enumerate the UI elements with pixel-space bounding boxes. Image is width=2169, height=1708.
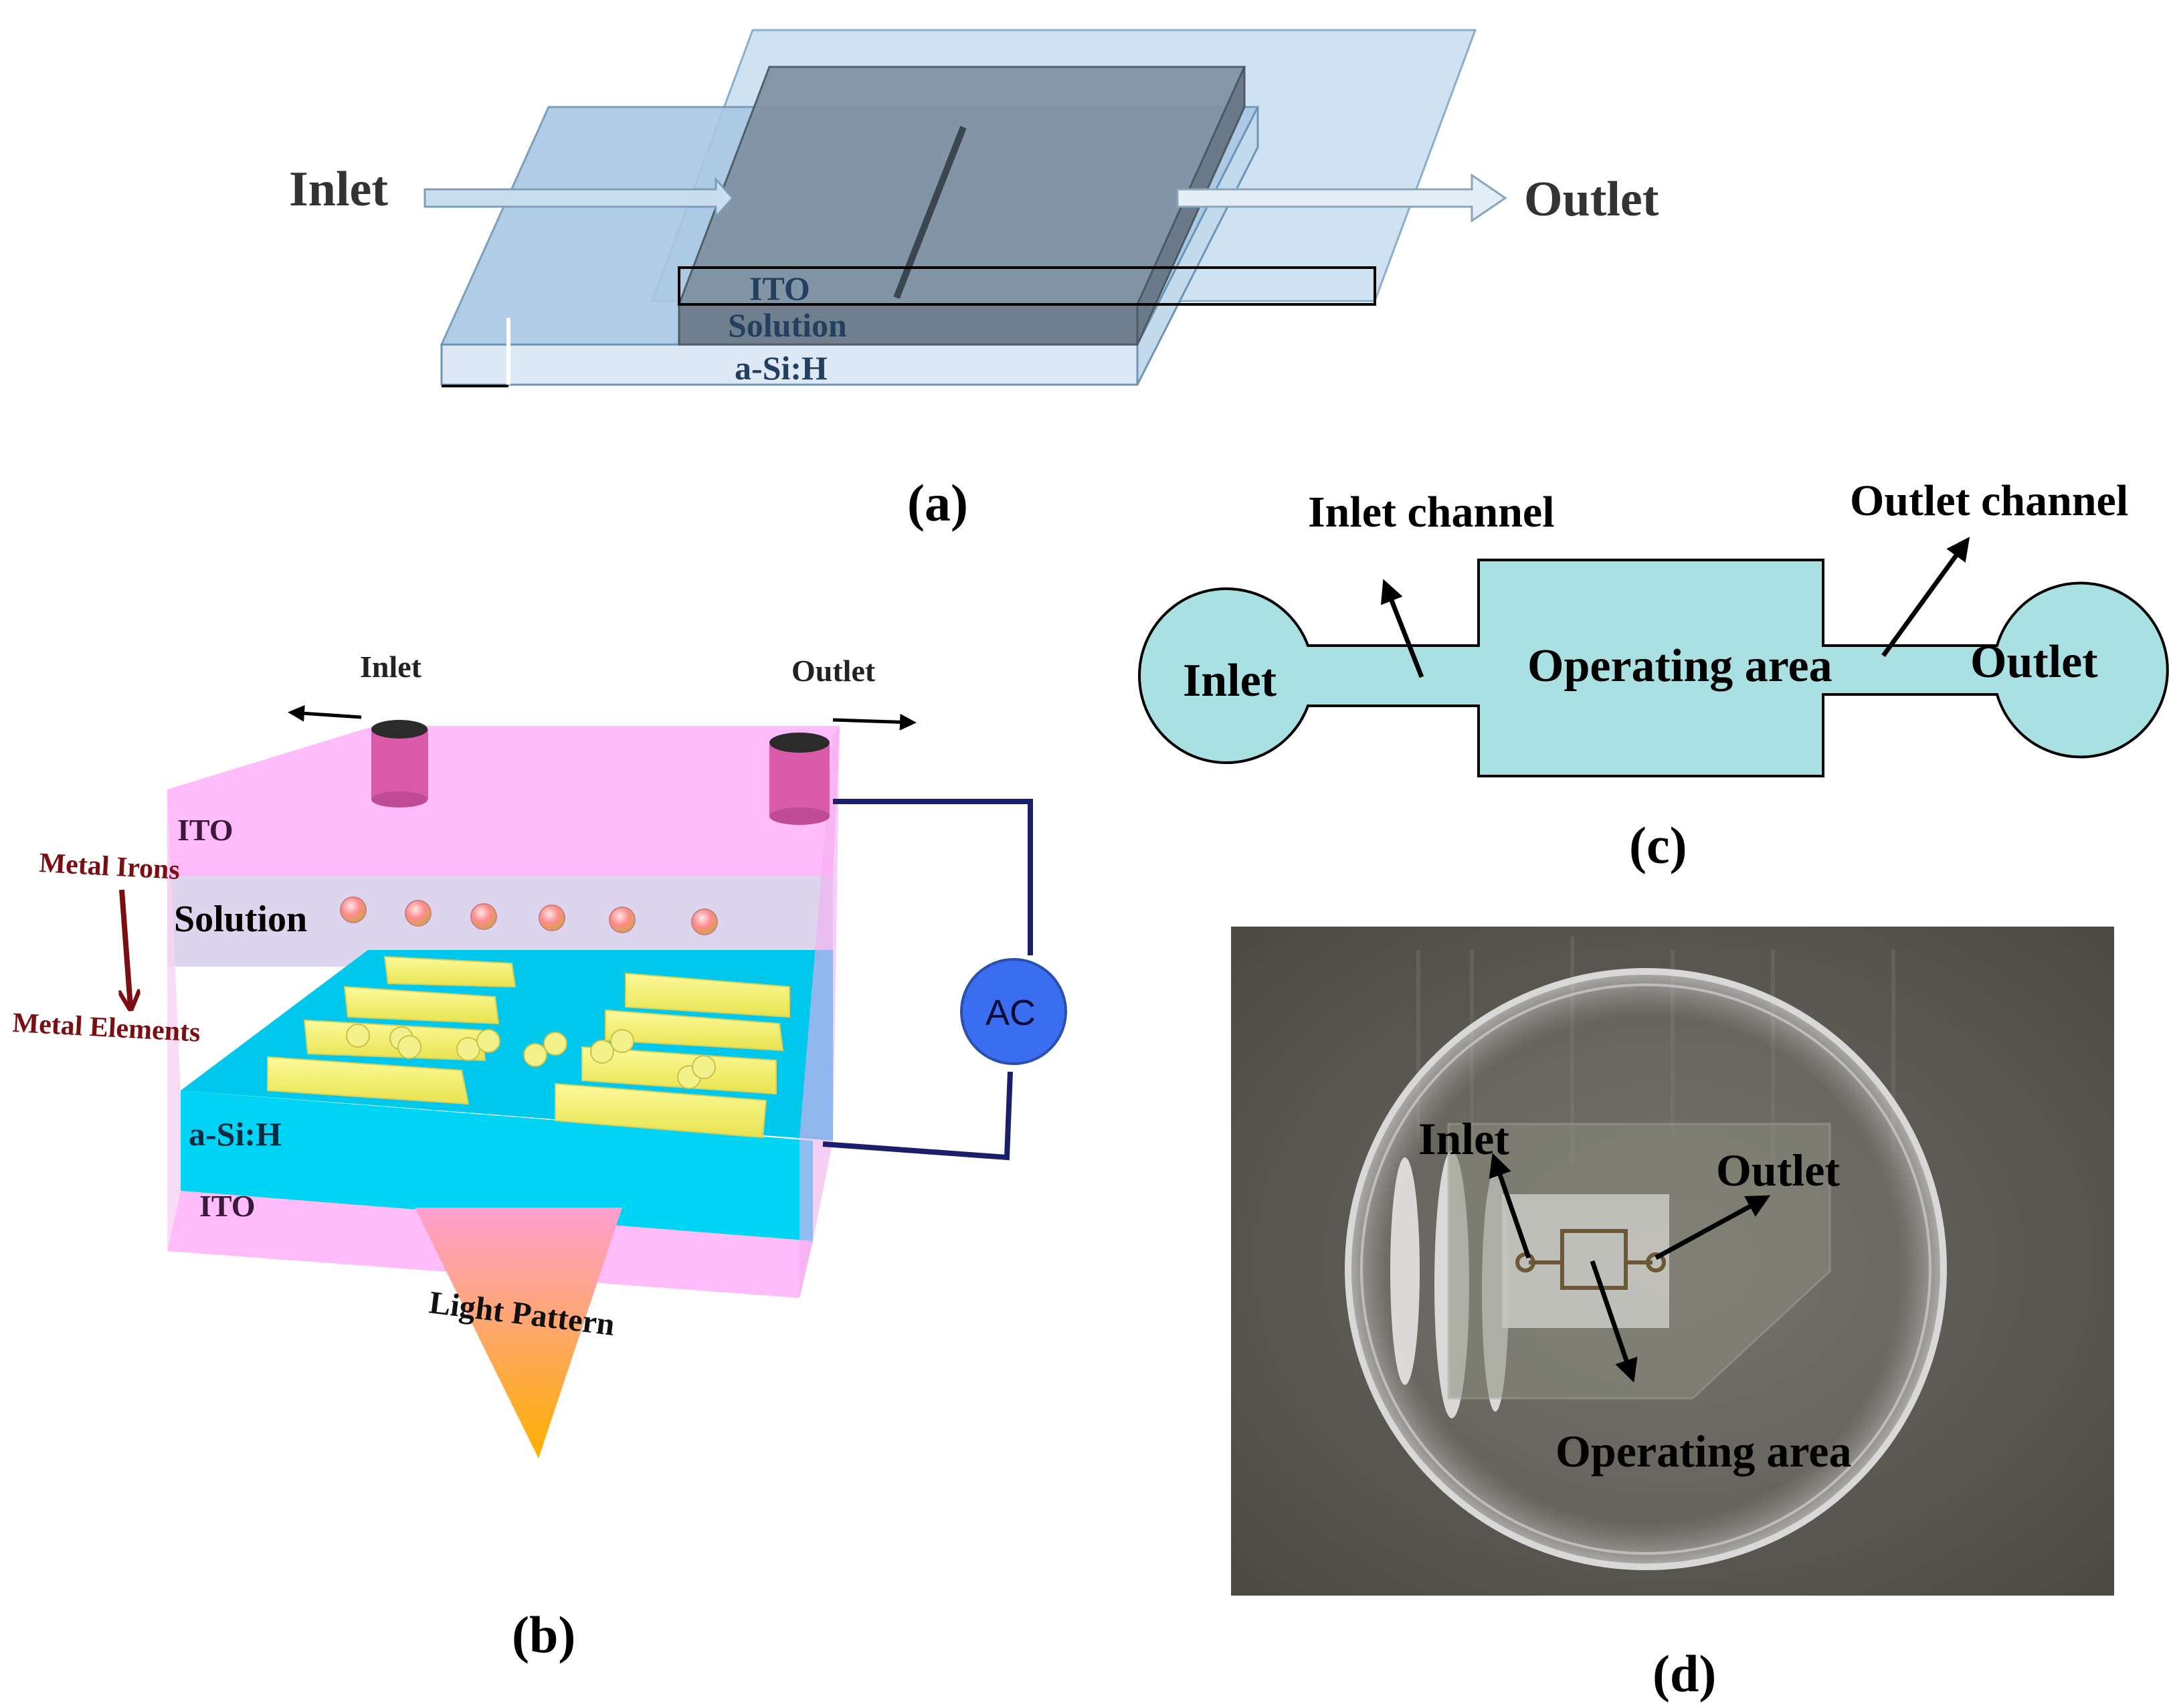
light-pattern-cone <box>415 1208 622 1458</box>
outlet-label-c: Outlet <box>1970 636 2098 688</box>
box-right-wall <box>799 726 840 1298</box>
panel-b: AC Inlet Outlet ITO Solution a-Si:H ITO … <box>11 650 1067 1664</box>
ac-label: AC <box>985 993 1036 1033</box>
ito-layer-label: ITO <box>749 270 810 307</box>
inlet-label-d: Inlet <box>1418 1113 1509 1164</box>
outlet-flow-arrow <box>1176 173 1507 223</box>
caption-a: (a) <box>907 474 968 532</box>
operating-area-label-d: Operating area <box>1555 1426 1852 1477</box>
inlet-label-a: Inlet <box>289 162 388 217</box>
ac-circuit-wire-lower <box>822 1071 1013 1161</box>
metal-ion-particles <box>340 896 718 935</box>
metal-irons-label: Metal Irons <box>38 848 180 886</box>
chip-channel <box>1515 1229 1666 1290</box>
caption-b: (b) <box>512 1606 575 1664</box>
outlet-channel-label: Outlet channel <box>1850 476 2128 525</box>
ac-circuit-wire <box>833 799 1033 955</box>
ito-top-layer <box>167 726 840 876</box>
inlet-channel-label: Inlet channel <box>1308 488 1555 537</box>
inlet-label-b: Inlet <box>360 650 422 684</box>
asih-layer-face <box>440 343 1139 386</box>
outlet-arrow-b <box>832 713 917 731</box>
operating-area-label-c: Operating area <box>1527 640 1832 692</box>
metal-element-electrodes <box>267 955 790 1139</box>
petri-dish-inner-rim <box>1360 983 1931 1555</box>
caption-c: (c) <box>1629 816 1687 874</box>
inlet-channel-pointer <box>1380 579 1424 678</box>
panel-a: Inlet Outlet ITO Solution a-Si:H (a) <box>289 29 1659 532</box>
caption-d: (d) <box>1653 1644 1716 1703</box>
asih-label-b: a-Si:H <box>189 1115 282 1153</box>
channel-slit <box>893 126 967 299</box>
ito-layer-outline <box>678 266 1376 306</box>
inlet-arrow-b <box>288 704 362 722</box>
inlet-pointer-d <box>1489 1153 1531 1259</box>
asih-layer-label: a-Si:H <box>735 349 828 387</box>
metal-element-particles <box>346 1024 716 1089</box>
outlet-port <box>769 733 830 825</box>
outlet-pointer-d <box>1655 1195 1771 1260</box>
chip-chamber-outline <box>1138 559 2169 777</box>
inlet-flow-arrow <box>423 177 735 219</box>
ac-source <box>960 958 1067 1065</box>
solution-layer-label: Solution <box>728 306 847 344</box>
outlet-label-b: Outlet <box>791 654 876 688</box>
panel-d: Inlet Outlet Operating area (d) <box>1231 927 2114 1703</box>
ito-top-label: ITO <box>177 813 233 847</box>
asih-layer-side <box>1136 106 1259 385</box>
inlet-port <box>371 720 428 808</box>
solution-label-b: Solution <box>174 898 307 940</box>
operating-area-pointer-d <box>1590 1260 1638 1383</box>
metal-conversion-arrow <box>122 889 130 1007</box>
ito-bottom-label: ITO <box>199 1189 256 1223</box>
outlet-channel-pointer <box>1881 537 1970 658</box>
outlet-label-d: Outlet <box>1716 1145 1840 1196</box>
inlet-label-c: Inlet <box>1183 655 1277 706</box>
outlet-label-a: Outlet <box>1524 172 1659 227</box>
panel-c: Inlet channel Outlet channel Inlet Outle… <box>1138 476 2169 874</box>
box-left-wall <box>167 789 181 1251</box>
